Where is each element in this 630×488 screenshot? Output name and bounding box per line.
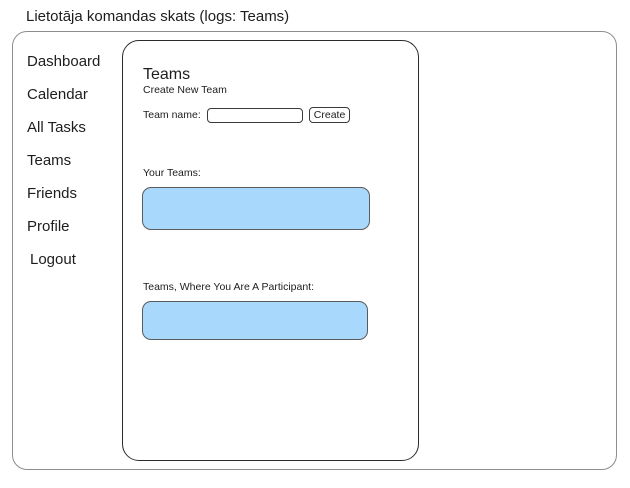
create-team-form: Team name: Create <box>143 107 351 123</box>
participant-teams-list[interactable] <box>142 301 368 340</box>
panel-heading: Teams <box>143 65 191 83</box>
sidebar-item-profile[interactable]: Profile <box>27 218 70 235</box>
sidebar-item-calendar[interactable]: Calendar <box>27 86 88 103</box>
team-name-label: Team name: <box>143 108 201 121</box>
create-team-button[interactable]: Create <box>308 107 351 123</box>
sidebar-item-friends[interactable]: Friends <box>27 185 78 202</box>
app-window-frame: Dashboard Calendar All Tasks Teams Frien… <box>12 31 617 470</box>
sidebar-item-teams[interactable]: Teams <box>27 152 72 169</box>
page-title: Lietotāja komandas skats (logs: Teams) <box>26 8 290 25</box>
your-teams-label: Your Teams: <box>143 167 201 179</box>
sidebar-item-all-tasks[interactable]: All Tasks <box>27 119 86 136</box>
create-new-team-label: Create New Team <box>143 84 227 96</box>
sidebar-item-logout[interactable]: Logout <box>30 251 76 268</box>
sidebar-item-dashboard[interactable]: Dashboard <box>27 53 101 70</box>
sidebar-nav: Dashboard Calendar All Tasks Teams Frien… <box>13 32 122 469</box>
team-name-input[interactable] <box>206 107 303 123</box>
your-teams-list[interactable] <box>142 187 370 230</box>
participant-teams-label: Teams, Where You Are A Participant: <box>143 281 315 293</box>
teams-content-panel: Teams Create New Team Team name: Create … <box>122 40 419 461</box>
